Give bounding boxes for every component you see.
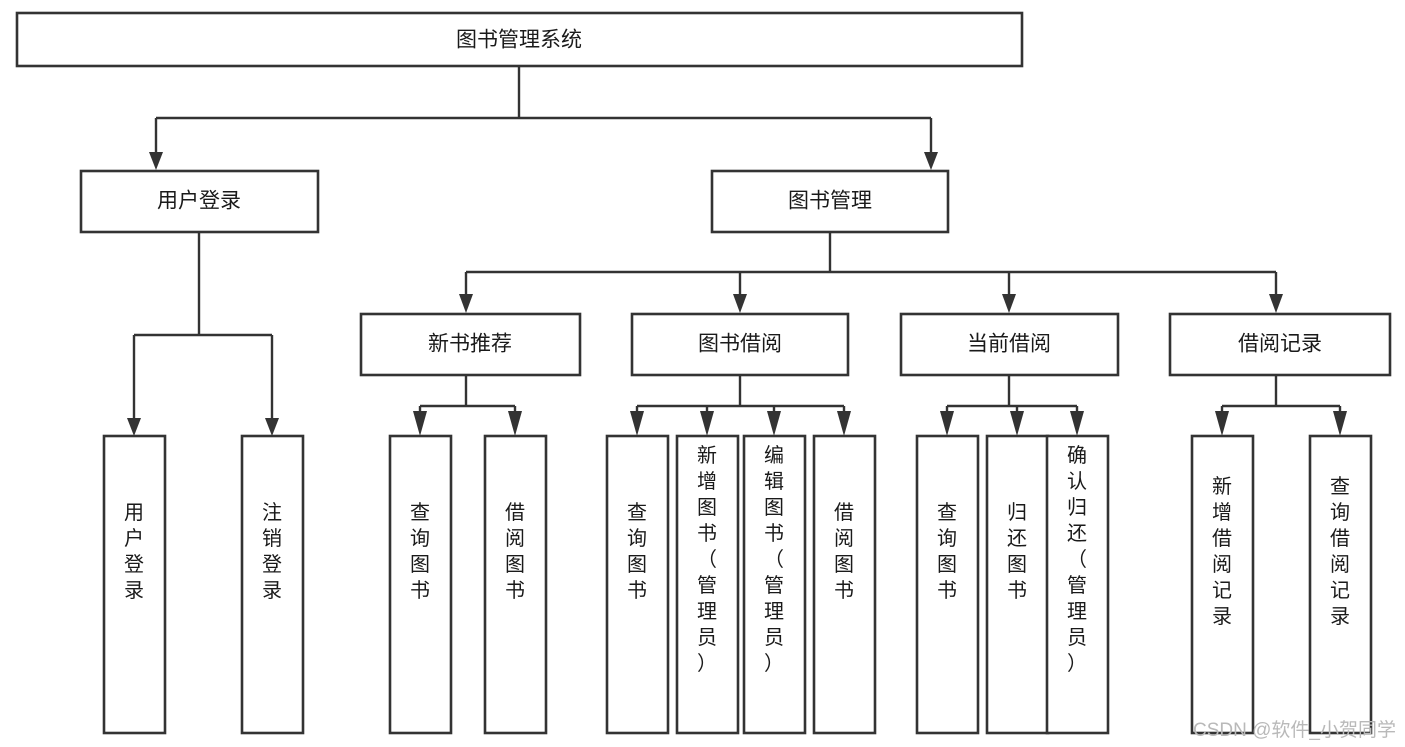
node-leaf-borrow-book-2-box[interactable] [812,434,877,735]
arrow-head-leaf-add-book [700,411,714,436]
node-leaf-borrow-book-2[interactable]: 借阅图书 [812,434,877,735]
arrow-head-book-manage [924,152,938,170]
node-leaf-query-book-1[interactable]: 查询图书 [388,434,453,735]
node-leaf-add-book-label: 新增图书（管理员） [697,444,717,675]
node-leaf-return-book-label: 归还图书 [1007,501,1027,602]
arrow-head-borrow-record [1269,294,1283,313]
node-leaf-query-record-box[interactable] [1308,434,1373,735]
node-current-borrow-label: 当前借阅 [967,333,1051,356]
node-leaf-add-record[interactable]: 新增借阅记录 [1190,434,1255,735]
node-leaf-add-record-box[interactable] [1190,434,1255,735]
node-new-book-recommend-box[interactable] [359,312,582,377]
arrow-head-leaf-user-login [127,418,141,436]
node-leaf-user-login-box[interactable] [102,434,167,735]
node-user-login[interactable]: 用户登录 [79,169,320,234]
node-leaf-edit-book[interactable]: 编辑图书（管理员） [742,434,807,735]
node-root-label: 图书管理系统 [456,29,582,52]
node-leaf-borrow-book-1[interactable]: 借阅图书 [483,434,548,735]
arrow-head-user-login [149,152,163,170]
node-leaf-query-book-1-box[interactable] [388,434,453,735]
node-leaf-confirm-return-label: 确认归还（管理员） [1067,444,1087,675]
node-book-manage-label: 图书管理 [788,190,872,213]
arrow-head-leaf-return-book [1010,411,1024,436]
arrow-head-leaf-edit-book [767,411,781,436]
node-book-borrow-label: 图书借阅 [698,333,782,356]
connector-group-root [149,66,938,170]
node-leaf-return-book[interactable]: 归还图书 [985,434,1050,735]
node-leaf-add-record-label: 新增借阅记录 [1212,475,1232,628]
node-new-book-recommend-label: 新书推荐 [428,333,512,356]
arrow-head-current-borrow [1002,294,1016,313]
node-leaf-query-record-label: 查询借阅记录 [1330,475,1350,628]
connector-group-book-borrow [630,375,851,436]
node-leaf-borrow-book-2-label: 借阅图书 [834,501,854,602]
node-leaf-user-logout-label: 注销登录 [262,501,282,602]
node-new-book-recommend[interactable]: 新书推荐 [359,312,582,377]
node-user-login-box[interactable] [79,169,320,234]
node-leaf-confirm-return[interactable]: 确认归还（管理员） [1045,434,1110,735]
node-current-borrow-box[interactable] [899,312,1120,377]
node-leaf-query-book-2-label: 查询图书 [627,501,647,602]
arrow-head-new-book-recommend [459,294,473,313]
node-book-borrow-box[interactable] [630,312,850,377]
node-leaf-user-login-label: 用户登录 [124,502,144,602]
arrow-head-leaf-borrow-book-1 [508,411,522,436]
node-leaf-borrow-book-1-label: 借阅图书 [505,501,525,602]
node-leaf-user-logout[interactable]: 注销登录 [240,434,305,735]
node-borrow-record[interactable]: 借阅记录 [1168,312,1392,377]
node-leaf-query-book-2[interactable]: 查询图书 [605,434,670,735]
node-leaf-add-book[interactable]: 新增图书（管理员） [675,434,740,735]
node-leaf-borrow-book-1-box[interactable] [483,434,548,735]
arrow-head-leaf-query-book-3 [940,411,954,436]
arrow-head-book-borrow [733,294,747,313]
connector-group-current-borrow [940,375,1084,436]
arrow-head-leaf-query-book-1 [413,411,427,436]
node-root-box[interactable] [15,11,1024,68]
node-leaf-query-book-3-box[interactable] [915,434,980,735]
node-book-manage-box[interactable] [710,169,950,234]
arrow-head-leaf-query-book-2 [630,411,644,436]
connector-group-user-login [127,232,279,436]
node-leaf-confirm-return-box[interactable] [1045,434,1110,735]
arrow-head-leaf-confirm-return [1070,411,1084,436]
node-leaf-query-book-3[interactable]: 查询图书 [915,434,980,735]
connector-group-book-manage [459,232,1283,313]
arrow-head-leaf-borrow-book-2 [837,411,851,436]
node-leaf-query-book-1-label: 查询图书 [410,501,430,602]
arrow-head-leaf-user-logout [265,418,279,436]
node-leaf-query-book-2-box[interactable] [605,434,670,735]
node-leaf-edit-book-box[interactable] [742,434,807,735]
node-leaf-query-record[interactable]: 查询借阅记录 [1308,434,1373,735]
arrow-head-leaf-query-record [1333,411,1347,436]
node-leaf-query-book-3-label: 查询图书 [937,501,957,602]
node-user-login-label: 用户登录 [157,190,241,213]
node-root[interactable]: 图书管理系统 [15,11,1024,68]
connector-group-new-book-recommend [413,375,522,436]
arrow-head-leaf-add-record [1215,411,1229,436]
node-book-borrow[interactable]: 图书借阅 [630,312,850,377]
node-leaf-edit-book-label: 编辑图书（管理员） [764,444,784,675]
node-leaf-user-logout-box[interactable] [240,434,305,735]
node-book-manage[interactable]: 图书管理 [710,169,950,234]
node-borrow-record-box[interactable] [1168,312,1392,377]
node-leaf-user-login[interactable]: 用户登录 [102,434,167,735]
node-leaf-add-book-box[interactable] [675,434,740,735]
node-borrow-record-label: 借阅记录 [1238,333,1322,356]
connector-group-borrow-record [1215,375,1347,436]
watermark-label: CSDN @软件_小贺同学 [1193,719,1396,741]
node-current-borrow[interactable]: 当前借阅 [899,312,1120,377]
